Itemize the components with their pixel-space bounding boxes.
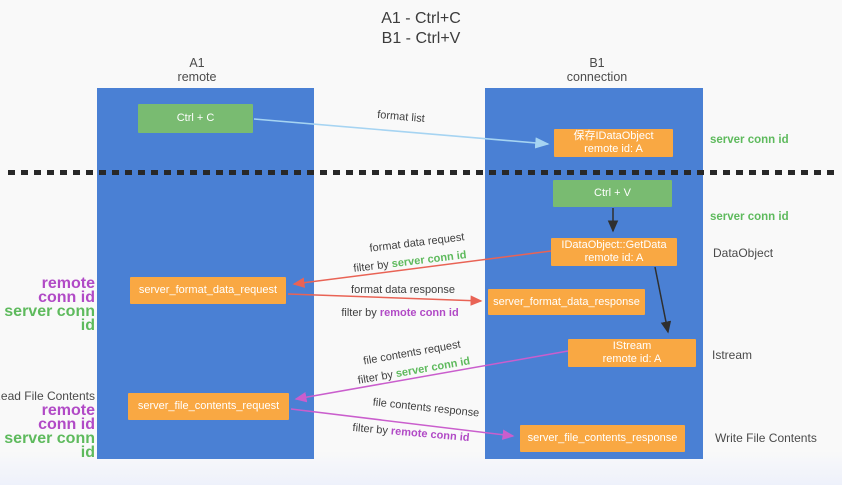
- node-idataobject-getdata-line1: IDataObject::GetData: [561, 239, 667, 251]
- server-conn-id-key: server conn id: [391, 249, 468, 271]
- lane-a1-subtitle: remote: [177, 70, 217, 84]
- filter-by-prefix: filter by: [341, 307, 380, 319]
- node-server-format-data-response: server_format_data_response: [488, 289, 645, 315]
- node-server-file-contents-request-label: server_file_contents_request: [137, 400, 280, 412]
- annotation-conn-ids-file: remote conn id server conn id: [0, 402, 95, 461]
- machine-boundary-dashed-line: [8, 170, 836, 175]
- lane-header-a1: A1 remote: [127, 56, 267, 84]
- annotation-server-conn-id-left-top: server conn id: [4, 303, 95, 334]
- edge-label-file-contents-response: file contents response: [372, 396, 480, 420]
- diagram-title: A1 - Ctrl+C B1 - Ctrl+V: [0, 9, 842, 49]
- node-server-file-contents-response-label: server_file_contents_response: [527, 432, 678, 444]
- node-server-format-data-response-label: server_format_data_response: [493, 295, 640, 308]
- node-ctrl-c-label: Ctrl + C: [176, 112, 215, 124]
- node-ctrl-v: Ctrl + V: [553, 180, 672, 207]
- annotation-istream: Istream: [712, 348, 753, 362]
- filter-by-prefix: filter by: [352, 421, 392, 438]
- node-save-idataobject-line1: 保存IDataObject: [573, 130, 654, 142]
- node-server-format-data-request-label: server_format_data_request: [138, 284, 278, 296]
- node-server-file-contents-response: server_file_contents_response: [520, 425, 685, 452]
- remote-conn-id-key: remote conn id: [390, 425, 470, 445]
- edge-label-filter-file-response: filter by remote conn id: [352, 422, 470, 444]
- node-server-format-data-request: server_format_data_request: [130, 277, 286, 304]
- node-ctrl-v-label: Ctrl + V: [594, 187, 631, 199]
- lane-header-b1: B1 connection: [527, 56, 667, 84]
- node-idataobject-getdata: IDataObject::GetData remote id: A: [551, 238, 677, 266]
- node-istream-line1: IStream: [612, 340, 652, 352]
- annotation-conn-ids-format: remote conn id server conn id: [0, 275, 95, 334]
- node-server-file-contents-request: server_file_contents_request: [128, 393, 289, 420]
- node-istream-line2: remote id: A: [602, 353, 662, 365]
- edge-label-format-data-response: format data response: [351, 284, 455, 296]
- filter-by-prefix: filter by: [352, 258, 393, 275]
- node-ctrl-c: Ctrl + C: [138, 104, 253, 133]
- edge-label-filter-format-response: filter by remote conn id: [341, 307, 458, 319]
- node-istream: IStream remote id: A: [568, 339, 696, 367]
- annotation-server-conn-id-mid: server conn id: [710, 211, 789, 223]
- annotation-server-conn-id-top: server conn id: [710, 134, 789, 146]
- node-save-idataobject-line2: remote id: A: [584, 143, 643, 155]
- annotation-server-conn-id-left-bottom: server conn id: [4, 430, 95, 461]
- node-save-idataobject: 保存IDataObject remote id: A: [554, 129, 673, 157]
- filter-by-prefix: filter by: [356, 368, 397, 387]
- annotation-write-file-contents: Write File Contents: [715, 431, 817, 445]
- lane-a1-name: A1: [189, 56, 205, 70]
- annotation-read-file-contents: Read File Contents: [0, 389, 95, 403]
- lane-b1-subtitle: connection: [566, 70, 628, 84]
- remote-conn-id-key: remote conn id: [379, 307, 459, 319]
- annotation-remote-conn-id-top: remote conn id: [38, 275, 95, 306]
- edge-label-format-list: format list: [376, 108, 426, 126]
- annotation-dataobject: DataObject: [713, 246, 774, 260]
- diagram-title-line2: B1 - Ctrl+V: [381, 30, 461, 47]
- node-idataobject-getdata-line2: remote id: A: [584, 252, 644, 264]
- diagram-title-line1: A1 - Ctrl+C: [381, 10, 461, 27]
- annotation-remote-conn-id-bottom: remote conn id: [38, 402, 95, 433]
- lane-b1-name: B1: [589, 56, 605, 70]
